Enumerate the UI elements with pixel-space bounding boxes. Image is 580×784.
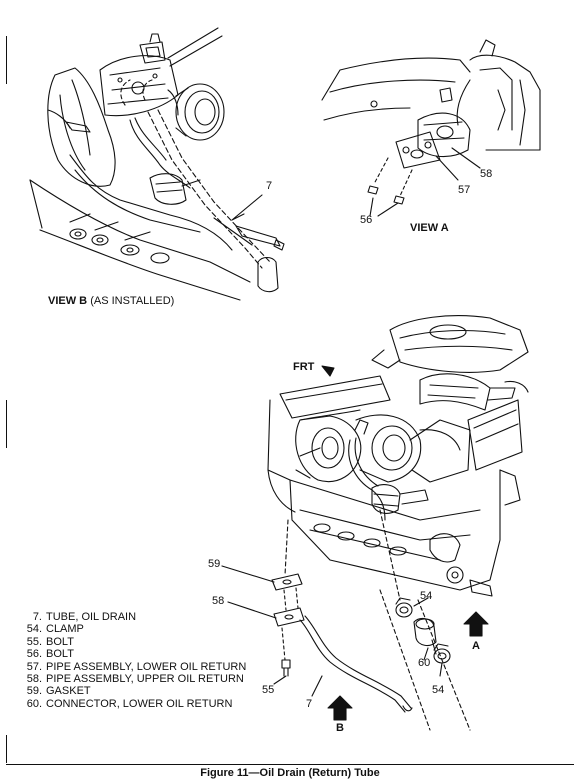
view-a-arrow-icon <box>463 611 489 637</box>
view-b-title: VIEW B <box>48 295 88 307</box>
legend-number: 59. <box>26 685 42 698</box>
legend-number: 56. <box>26 648 42 661</box>
callout-58: 58 <box>212 595 225 607</box>
view-b-turbo-drawing <box>29 27 285 301</box>
callout-60: 60 <box>418 657 431 669</box>
callout-55: 55 <box>262 684 275 696</box>
margin-rule <box>6 735 7 763</box>
legend-text: BOLT <box>46 635 74 648</box>
view-b-arrow-icon <box>327 695 353 721</box>
legend-item: 58. PIPE ASSEMBLY, UPPER OIL RETURN <box>18 673 246 685</box>
view-a-arrow-letter: A <box>472 640 480 652</box>
view-b-arrow-letter: B <box>336 722 344 734</box>
view-a-drawing <box>321 39 541 217</box>
legend-text: BOLT <box>46 648 74 661</box>
figure-caption: Figure 11—Oil Drain (Return) Tube <box>200 767 380 779</box>
legend-item: 56. BOLT <box>18 648 246 660</box>
frt-label: FRT <box>293 361 315 373</box>
legend-text: CLAMP <box>46 623 84 636</box>
callout-54-top: 54 <box>420 590 433 602</box>
callout-7-view-b: 7 <box>266 180 273 192</box>
legend-number: 55. <box>26 635 42 648</box>
callout-7: 7 <box>306 698 313 710</box>
legend-number: 54. <box>26 623 42 636</box>
engine-drawing <box>267 315 529 597</box>
exploded-drain-tube <box>221 509 471 731</box>
legend-text: PIPE ASSEMBLY, LOWER OIL RETURN <box>46 660 247 673</box>
view-b-subtitle: (AS INSTALLED) <box>90 295 175 307</box>
legend-number: 60. <box>26 697 42 710</box>
callout-57-view-a: 57 <box>458 184 471 196</box>
legend-item: 57. PIPE ASSEMBLY, LOWER OIL RETURN <box>18 660 247 673</box>
legend-number: 7. <box>32 611 42 623</box>
legend-number: 57. <box>26 660 42 673</box>
legend-text: PIPE ASSEMBLY, UPPER OIL RETURN <box>46 673 244 686</box>
callout-58-view-a: 58 <box>480 168 493 180</box>
caption-rule <box>6 764 574 765</box>
view-b-heading: VIEW B (AS INSTALLED) <box>48 295 174 307</box>
callout-leader-b7 <box>231 194 263 221</box>
legend-number: 58. <box>26 673 42 686</box>
margin-rule <box>6 400 7 448</box>
legend-item: 7. TUBE, OIL DRAIN <box>18 611 246 623</box>
legend-item: 60. CONNECTOR, LOWER OIL RETURN <box>18 698 246 710</box>
callout-56-view-a: 56 <box>360 214 373 226</box>
callout-54-bottom: 54 <box>432 684 445 696</box>
legend-text: CONNECTOR, LOWER OIL RETURN <box>46 697 233 710</box>
legend-item: 59. GASKET <box>18 685 246 697</box>
legend-item: 54. CLAMP <box>18 623 246 635</box>
margin-rule <box>6 36 7 84</box>
front-arrow-icon <box>321 365 335 377</box>
view-a-title: VIEW A <box>410 222 449 234</box>
legend-text: GASKET <box>46 685 91 698</box>
callout-59: 59 <box>208 558 221 570</box>
legend-text: TUBE, OIL DRAIN <box>46 611 137 623</box>
legend-item: 55. BOLT <box>18 636 246 648</box>
